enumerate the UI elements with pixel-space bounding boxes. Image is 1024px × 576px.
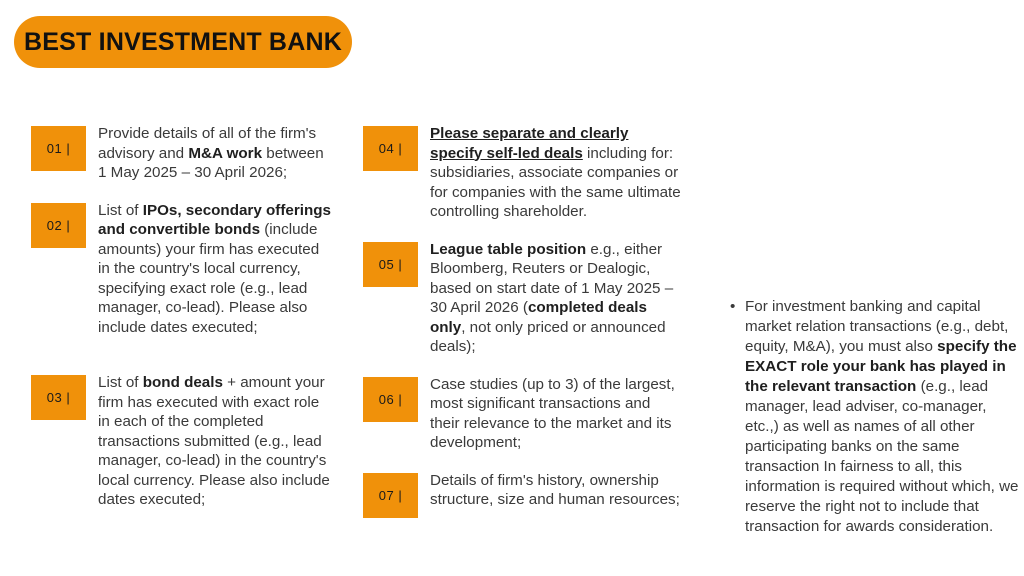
text-segment-wrap: M&A work: [188, 144, 263, 162]
text-segment-wrap: For investment banking and capital marke…: [745, 298, 1009, 355]
text-segment-wrap: e.g., either Bloomberg, Reuters or Dealo…: [430, 240, 674, 317]
note-text: For investment banking and capital marke…: [745, 297, 1020, 537]
item-number-label: 03 |: [46, 390, 71, 405]
text-segment-wrap: + amount your firm has executed with exa…: [98, 374, 330, 508]
requirements-column-1: 01 | Provide details of all of the firm's…: [31, 124, 331, 510]
requirement-item: 02 | List of IPOs, secondary offerings an…: [31, 201, 331, 338]
item-number-label: 04 |: [378, 141, 403, 156]
text-segment-wrap: List of: [98, 201, 143, 219]
item-number-badge: 02 |: [31, 202, 86, 248]
item-number-label: 05 |: [378, 256, 403, 272]
requirement-text: League table position e.g., either Bloom…: [430, 240, 683, 357]
item-number-label: 07 |: [378, 487, 403, 503]
text-segment-wrap: League table position: [430, 240, 587, 258]
item-number-badge: 07 |: [363, 472, 418, 518]
item-number-badge: 01 |: [31, 126, 86, 171]
notes-column: • For investment banking and capital mark…: [730, 297, 1020, 537]
item-number-label: 06 |: [378, 391, 403, 407]
item-number-badge: 03 |: [31, 375, 86, 420]
text-segment-wrap: IPOs, secondary offerings and convertibl…: [98, 201, 331, 239]
requirement-item: 06 | Case studies (up to 3) of the larges…: [363, 375, 683, 453]
text-segment-wrap: completed deals only: [430, 299, 647, 336]
text-segment-wrap: (include amounts) your firm has executed…: [98, 221, 320, 336]
requirement-item: 05 | League table position e.g., either B…: [363, 240, 683, 357]
requirement-item: 04 | Please separate and clearly specify …: [363, 124, 683, 222]
item-number-badge: 05 |: [363, 241, 418, 287]
item-number-badge: 06 |: [363, 376, 418, 422]
requirement-text: List of bond deals + amount your firm ha…: [98, 373, 331, 510]
text-segment-wrap: List of: [98, 374, 143, 391]
requirements-column-2: 04 | Please separate and clearly specify …: [363, 124, 683, 518]
text-segment: Please separate and clearly specify self…: [430, 125, 629, 162]
bullet-dot-icon: •: [730, 298, 736, 315]
requirement-text: List of IPOs, secondary offerings and co…: [98, 201, 331, 338]
note-bullet-item: • For investment banking and capital mark…: [730, 297, 1020, 537]
item-number-label: 01 |: [46, 141, 71, 156]
item-number-badge: 04 |: [363, 126, 418, 171]
requirement-item: 07 | Details of firm's history, ownership…: [363, 471, 683, 518]
requirement-item: 03 | List of bond deals + amount your fir…: [31, 373, 331, 510]
text-segment-wrap: Provide details of all of the firm's adv…: [98, 125, 317, 162]
text-segment-wrap: between 1 May 2025 – 30 April 2026;: [98, 144, 324, 182]
requirement-text: Provide details of all of the firm's adv…: [98, 124, 331, 183]
text-segment-wrap: , not only priced or announced deals);: [430, 318, 666, 356]
requirement-item: 01 | Provide details of all of the firm's…: [31, 124, 331, 183]
page-title-pill: BEST INVESTMENT BANK: [14, 16, 352, 68]
text-segment-wrap: including for: subsidiaries, associate c…: [430, 144, 681, 221]
requirement-text: Case studies (up to 3) of the largest, m…: [430, 375, 683, 453]
text-segment-wrap: specify the EXACT role your bank has pla…: [745, 338, 1017, 395]
text-segment-wrap: Please separate and clearly specify self…: [430, 125, 628, 162]
page-title: BEST INVESTMENT BANK: [24, 27, 342, 56]
item-number-label: 02 |: [46, 217, 71, 233]
text-segment-wrap: Case studies (up to 3) of the largest, m…: [430, 375, 675, 452]
text-segment-wrap: (e.g., lead manager, lead adviser, co-ma…: [745, 378, 1019, 535]
requirement-text: Please separate and clearly specify self…: [430, 124, 683, 222]
text-segment-wrap: Details of firm's history, ownership str…: [430, 471, 680, 509]
requirement-text: Details of firm's history, ownership str…: [430, 471, 683, 510]
text-segment-wrap: bond deals: [142, 374, 223, 391]
